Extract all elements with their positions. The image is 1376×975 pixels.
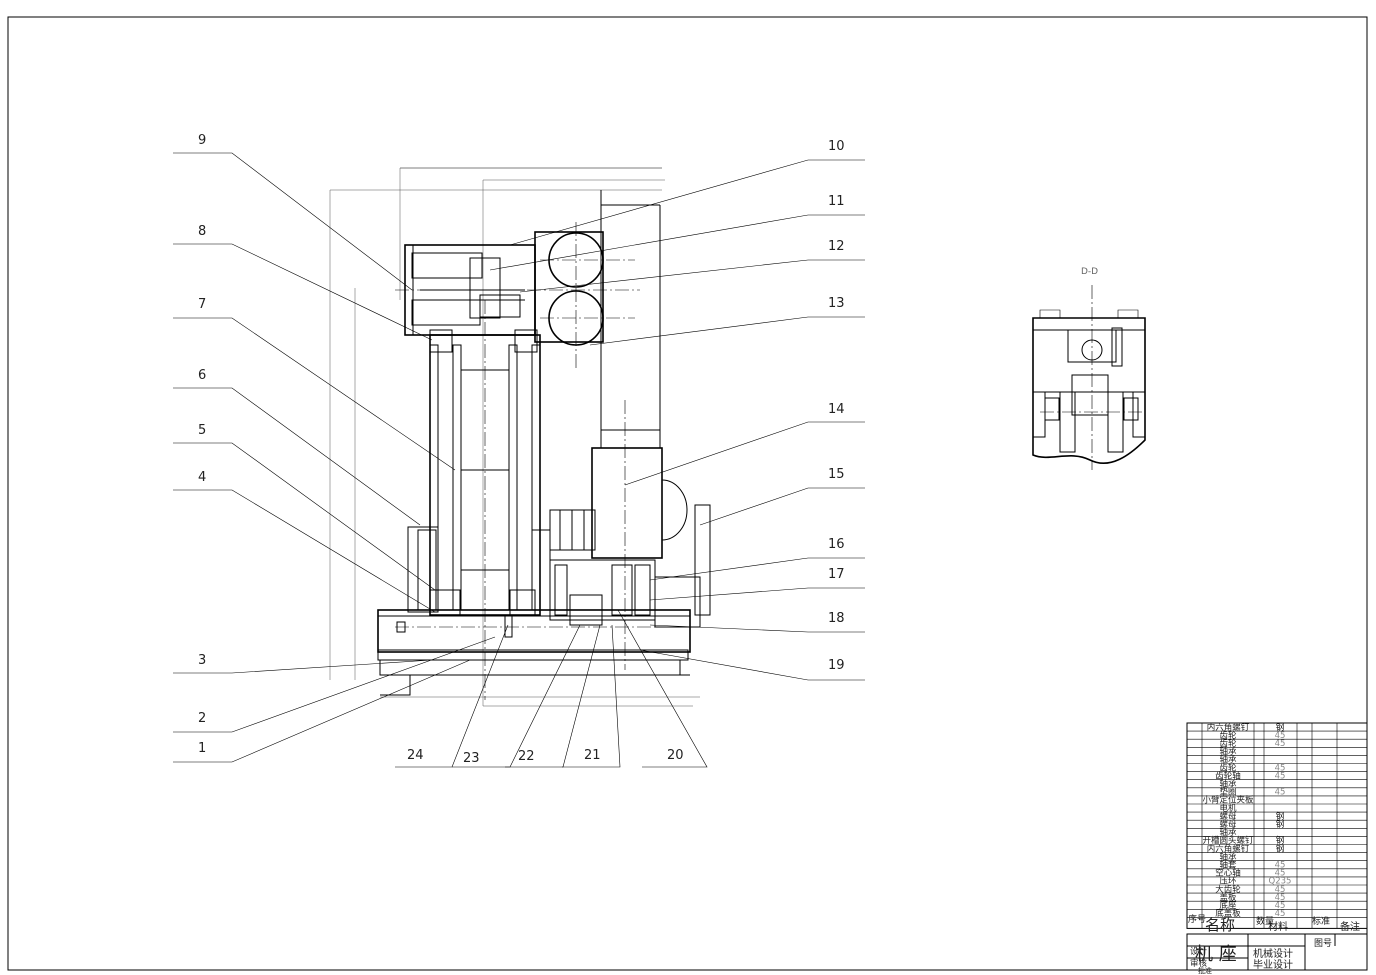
leader-lines xyxy=(173,152,865,768)
bom-row-name: 底座 xyxy=(1219,900,1237,911)
section-view-dd: D-D xyxy=(1032,267,1146,470)
bom-header: 序号 名称 数量 材料 标准 备注 xyxy=(1188,913,1360,934)
bom-row-name: 垫圈 xyxy=(1219,787,1236,798)
callout-7: 7 xyxy=(198,297,206,312)
bom-row-material: 45 xyxy=(1275,731,1286,741)
bom-header-qty: 数量 xyxy=(1256,915,1274,927)
callout-24: 24 xyxy=(407,748,424,763)
callout-9: 9 xyxy=(198,133,206,148)
bom-row-name: 齿轮 xyxy=(1219,730,1237,741)
bom-row-name: 螺母 xyxy=(1219,811,1236,822)
bom-row-name: 底盖板 xyxy=(1215,908,1241,919)
bom-row-name: 轴承 xyxy=(1219,746,1237,757)
bill-of-materials xyxy=(1186,722,1368,929)
bom-row-name: 内六角螺钉 xyxy=(1207,843,1250,854)
callout-16: 16 xyxy=(828,537,845,552)
bom-row-name: 开槽圆头螺钉 xyxy=(1202,835,1254,846)
callouts: 9 8 7 6 5 4 3 2 1 10 11 12 13 14 15 16 1… xyxy=(198,133,845,766)
title-block: 机 座 设计 审核 批准 机械设计 毕业设计 图号 xyxy=(1186,933,1368,975)
callout-6: 6 xyxy=(198,368,206,383)
callout-2: 2 xyxy=(198,711,206,726)
bom-row-name: 压环 xyxy=(1219,877,1237,887)
bom-row-material: 45 xyxy=(1275,788,1286,798)
callout-22: 22 xyxy=(518,749,535,764)
section-view-label: D-D xyxy=(1081,267,1098,277)
bom-header-mat: 材料 xyxy=(1268,920,1288,933)
callout-10: 10 xyxy=(828,139,845,154)
callout-5: 5 xyxy=(198,423,206,438)
callout-20: 20 xyxy=(667,748,684,763)
bom-row-material: 45 xyxy=(1275,869,1286,879)
callout-11: 11 xyxy=(828,194,845,209)
bom-row-name: 齿轮轴 xyxy=(1215,770,1241,781)
callout-19: 19 xyxy=(828,658,845,673)
callout-21: 21 xyxy=(584,748,601,763)
bom-row-name: 空心轴 xyxy=(1215,868,1241,879)
callout-12: 12 xyxy=(828,239,845,254)
callout-23: 23 xyxy=(463,751,480,766)
main-section-view xyxy=(329,167,711,707)
org-line-1: 机械设计 xyxy=(1253,947,1293,960)
bom-row-name: 小臂定位夹板 xyxy=(1202,795,1254,806)
bom-row-name: 轴承 xyxy=(1219,779,1237,790)
callout-8: 8 xyxy=(198,224,206,239)
bom-row-material: 钢 xyxy=(1276,722,1285,733)
bom-row-material: 45 xyxy=(1275,901,1286,911)
bom-row-name: 轴承 xyxy=(1219,754,1237,765)
bom-row-material: 钢 xyxy=(1276,819,1285,830)
role-reviewer: 审核 xyxy=(1190,958,1208,969)
drawing-border xyxy=(7,16,1368,971)
bom-row-name: 轴承 xyxy=(1219,851,1237,862)
callout-1: 1 xyxy=(198,741,206,756)
bom-row-name: 轴套 xyxy=(1219,860,1237,871)
bom-row-name: 电机 xyxy=(1219,803,1237,814)
mark-label: 图号 xyxy=(1314,938,1332,949)
bom-header-std: 标准 xyxy=(1312,915,1330,927)
callout-18: 18 xyxy=(828,611,845,626)
callout-14: 14 xyxy=(828,402,845,417)
bom-row-name: 轴承 xyxy=(1219,827,1237,838)
bom-header-remark: 备注 xyxy=(1340,920,1360,933)
bom-row-material: 钢 xyxy=(1276,811,1285,822)
callout-15: 15 xyxy=(828,467,845,482)
bom-row-name: 内六角螺钉 xyxy=(1207,722,1250,733)
bom-row-material: 钢 xyxy=(1276,835,1285,846)
bom-row-material: 45 xyxy=(1275,739,1286,749)
bom-row-name: 螺母 xyxy=(1219,819,1236,830)
bom-row-material: 45 xyxy=(1275,771,1286,781)
bom-header-seq: 序号 xyxy=(1188,913,1206,925)
bom-row-name: 齿轮 xyxy=(1219,738,1237,749)
drawing-title: 机 座 xyxy=(1195,944,1237,965)
callout-17: 17 xyxy=(828,567,845,582)
role-approver: 批准 xyxy=(1198,966,1212,975)
callout-13: 13 xyxy=(828,296,845,311)
role-designer: 设计 xyxy=(1190,946,1208,957)
bom-row-name: 齿轮 xyxy=(1219,762,1237,773)
bom-row-material: 45 xyxy=(1275,763,1286,773)
bom-row-name: 盖板 xyxy=(1219,892,1237,903)
bom-header-name: 名称 xyxy=(1205,916,1235,934)
bom-row-name: 大齿轮 xyxy=(1215,884,1241,895)
bom-row-material: 钢 xyxy=(1276,843,1285,854)
bom-row-material: 45 xyxy=(1275,909,1286,919)
callout-4: 4 xyxy=(198,470,206,485)
bom-row-material: 45 xyxy=(1275,893,1286,903)
bom-row-material: 45 xyxy=(1275,885,1286,895)
callout-3: 3 xyxy=(198,653,206,668)
bom-row-material: 45 xyxy=(1275,861,1286,871)
org-line-2: 毕业设计 xyxy=(1253,958,1293,971)
bom-row-material: Q235 xyxy=(1269,877,1292,887)
